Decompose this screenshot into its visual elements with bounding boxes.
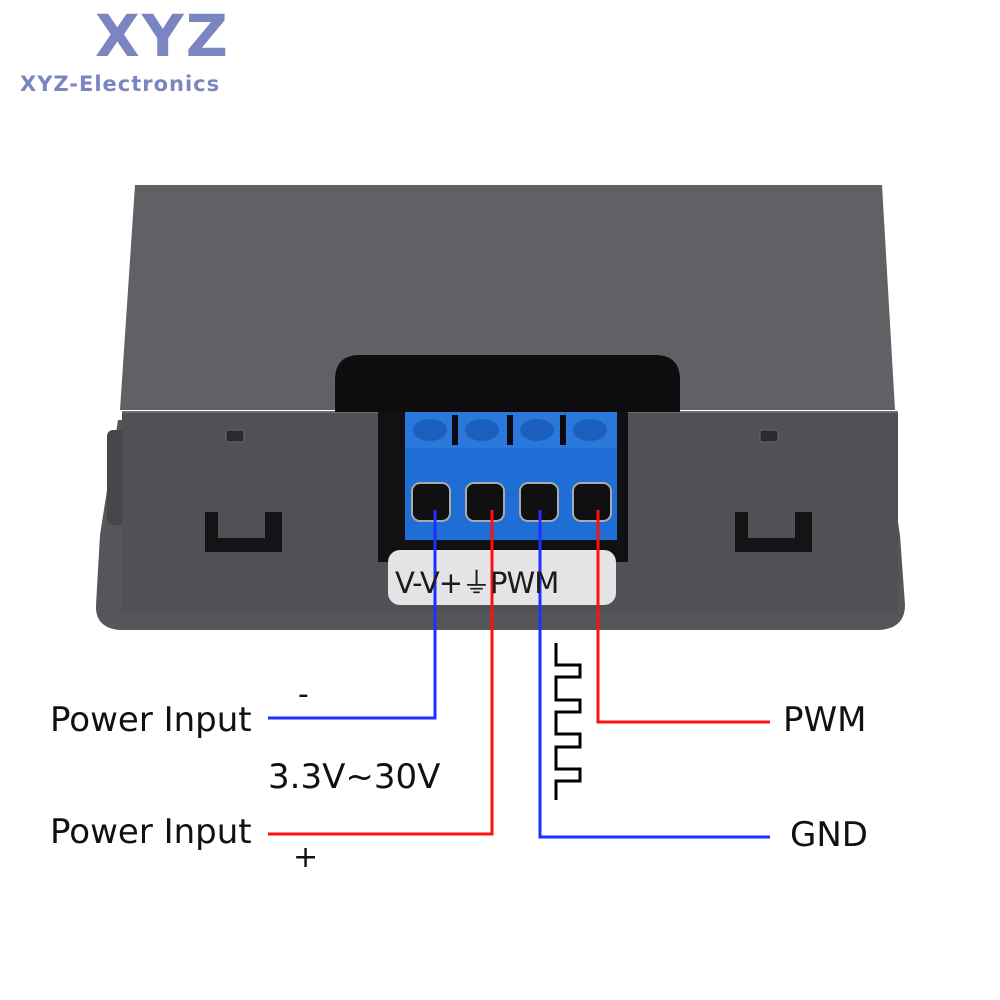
wire-v-plus	[268, 510, 494, 836]
brand-name: XYZ-Electronics	[20, 72, 221, 96]
terminal-label-strip	[388, 550, 616, 605]
wire-v-minus	[268, 510, 437, 720]
label-voltage-range: 3.3V~30V	[268, 757, 441, 797]
label-power-input-positive: Power Input	[50, 812, 252, 852]
square-wave-icon	[554, 643, 582, 800]
terminal-strip-label: V-V+⏚PWM	[395, 566, 559, 600]
label-positive-sign: +	[293, 840, 319, 875]
wire-gnd	[538, 510, 770, 839]
device-top-cover	[120, 185, 895, 410]
brand-logo: XYZ	[95, 2, 230, 70]
wire-pwm	[596, 510, 770, 724]
label-pwm: PWM	[783, 700, 867, 740]
label-negative-sign: -	[298, 677, 309, 712]
terminal-block	[405, 412, 617, 540]
label-gnd: GND	[790, 815, 868, 855]
label-power-input-negative: Power Input	[50, 700, 252, 740]
